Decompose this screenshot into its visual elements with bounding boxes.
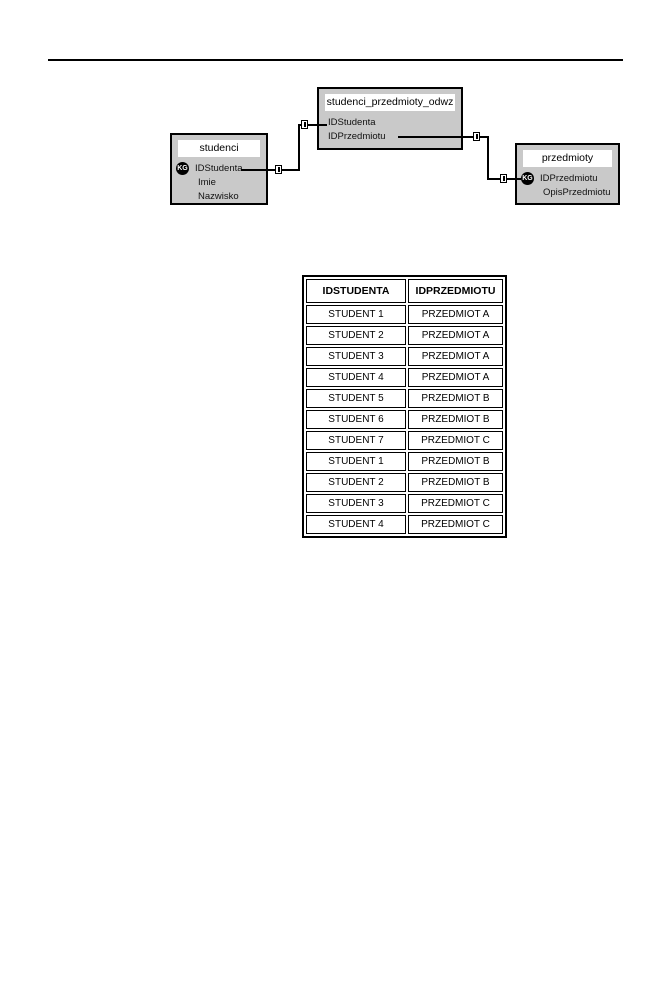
cell-student: STUDENT 2 xyxy=(306,473,406,492)
cell-student: STUDENT 6 xyxy=(306,410,406,429)
cell-przedmiot: PRZEDMIOT B xyxy=(408,473,503,492)
cell-przedmiot: PRZEDMIOT B xyxy=(408,389,503,408)
relationship1-join-connector-icon xyxy=(275,165,282,174)
field-idstudenta: IDStudenta xyxy=(328,115,461,129)
relationship2-line-horizontal-top xyxy=(398,136,489,138)
field-idprzedmiotu: IDPrzedmiotu xyxy=(328,129,461,143)
field-idprzedmiotu: KG IDPrzedmiotu xyxy=(521,171,618,185)
field-label: IDPrzedmiotu xyxy=(328,130,386,142)
entity-fields: KG IDStudenta Imie Nazwisko xyxy=(172,161,266,203)
column-header-idprzedmiotu: IDPRZEDMIOTU xyxy=(408,279,503,303)
primary-key-icon: KG xyxy=(176,161,189,175)
relationship2-line-vertical xyxy=(487,136,489,180)
join-result-table: IDSTUDENTA IDPRZEDMIOTU STUDENT 1 PRZEDM… xyxy=(302,275,507,538)
cell-student: STUDENT 7 xyxy=(306,431,406,450)
entity-title-przedmioty: przedmioty xyxy=(523,150,612,167)
field-label: IDPrzedmiotu xyxy=(540,172,598,184)
table-row: STUDENT 1 PRZEDMIOT A xyxy=(306,305,503,324)
cell-przedmiot: PRZEDMIOT A xyxy=(408,368,503,387)
table-row: STUDENT 3 PRZEDMIOT C xyxy=(306,494,503,513)
cell-student: STUDENT 3 xyxy=(306,494,406,513)
field-nazwisko: Nazwisko xyxy=(176,189,266,203)
field-idstudenta: KG IDStudenta xyxy=(176,161,266,175)
table-row: STUDENT 1 PRZEDMIOT B xyxy=(306,452,503,471)
cell-przedmiot: PRZEDMIOT B xyxy=(408,452,503,471)
cell-student: STUDENT 4 xyxy=(306,368,406,387)
cell-przedmiot: PRZEDMIOT C xyxy=(408,494,503,513)
relationship1-join-connector-icon xyxy=(301,120,308,129)
relationship1-line-horizontal-low xyxy=(241,169,300,171)
entity-fields: KG IDPrzedmiotu OpisPrzedmiotu xyxy=(517,171,618,199)
cell-przedmiot: PRZEDMIOT C xyxy=(408,515,503,534)
cell-student: STUDENT 5 xyxy=(306,389,406,408)
field-label: IDStudenta xyxy=(328,116,376,128)
cell-student: STUDENT 3 xyxy=(306,347,406,366)
field-label: OpisPrzedmiotu xyxy=(543,186,611,198)
cell-przedmiot: PRZEDMIOT C xyxy=(408,431,503,450)
entity-title-studenci: studenci xyxy=(178,140,260,157)
primary-key-icon: KG xyxy=(521,171,534,185)
cell-przedmiot: PRZEDMIOT A xyxy=(408,347,503,366)
field-label: Nazwisko xyxy=(198,190,239,202)
relationship1-line-horizontal-top xyxy=(298,124,327,126)
entity-przedmioty: przedmioty KG IDPrzedmiotu OpisPrzedmiot… xyxy=(515,143,620,205)
table-row: STUDENT 2 PRZEDMIOT A xyxy=(306,326,503,345)
field-opisprzedmiotu: OpisPrzedmiotu xyxy=(521,185,618,199)
table-row: STUDENT 7 PRZEDMIOT C xyxy=(306,431,503,450)
relationship2-join-connector-icon xyxy=(500,174,507,183)
table-row: STUDENT 6 PRZEDMIOT B xyxy=(306,410,503,429)
table-header-row: IDSTUDENTA IDPRZEDMIOTU xyxy=(306,279,503,303)
cell-przedmiot: PRZEDMIOT A xyxy=(408,326,503,345)
table-row: STUDENT 3 PRZEDMIOT A xyxy=(306,347,503,366)
table-row: STUDENT 2 PRZEDMIOT B xyxy=(306,473,503,492)
column-header-idstudenta: IDSTUDENTA xyxy=(306,279,406,303)
cell-przedmiot: PRZEDMIOT A xyxy=(408,305,503,324)
relationship2-join-connector-icon xyxy=(473,132,480,141)
field-imie: Imie xyxy=(176,175,266,189)
entity-fields: IDStudenta IDPrzedmiotu xyxy=(319,115,461,143)
field-label: IDStudenta xyxy=(195,162,243,174)
cell-student: STUDENT 1 xyxy=(306,305,406,324)
cell-przedmiot: PRZEDMIOT B xyxy=(408,410,503,429)
field-label: Imie xyxy=(198,176,216,188)
entity-studenci-przedmioty-odwz: studenci_przedmioty_odwz IDStudenta IDPr… xyxy=(317,87,463,150)
cell-student: STUDENT 4 xyxy=(306,515,406,534)
table-row: STUDENT 4 PRZEDMIOT C xyxy=(306,515,503,534)
cell-student: STUDENT 1 xyxy=(306,452,406,471)
entity-title-odwz: studenci_przedmioty_odwz xyxy=(325,94,455,111)
page-header-rule xyxy=(48,59,623,61)
table-row: STUDENT 4 PRZEDMIOT A xyxy=(306,368,503,387)
cell-student: STUDENT 2 xyxy=(306,326,406,345)
relationship1-line-vertical xyxy=(298,124,300,171)
table-row: STUDENT 5 PRZEDMIOT B xyxy=(306,389,503,408)
